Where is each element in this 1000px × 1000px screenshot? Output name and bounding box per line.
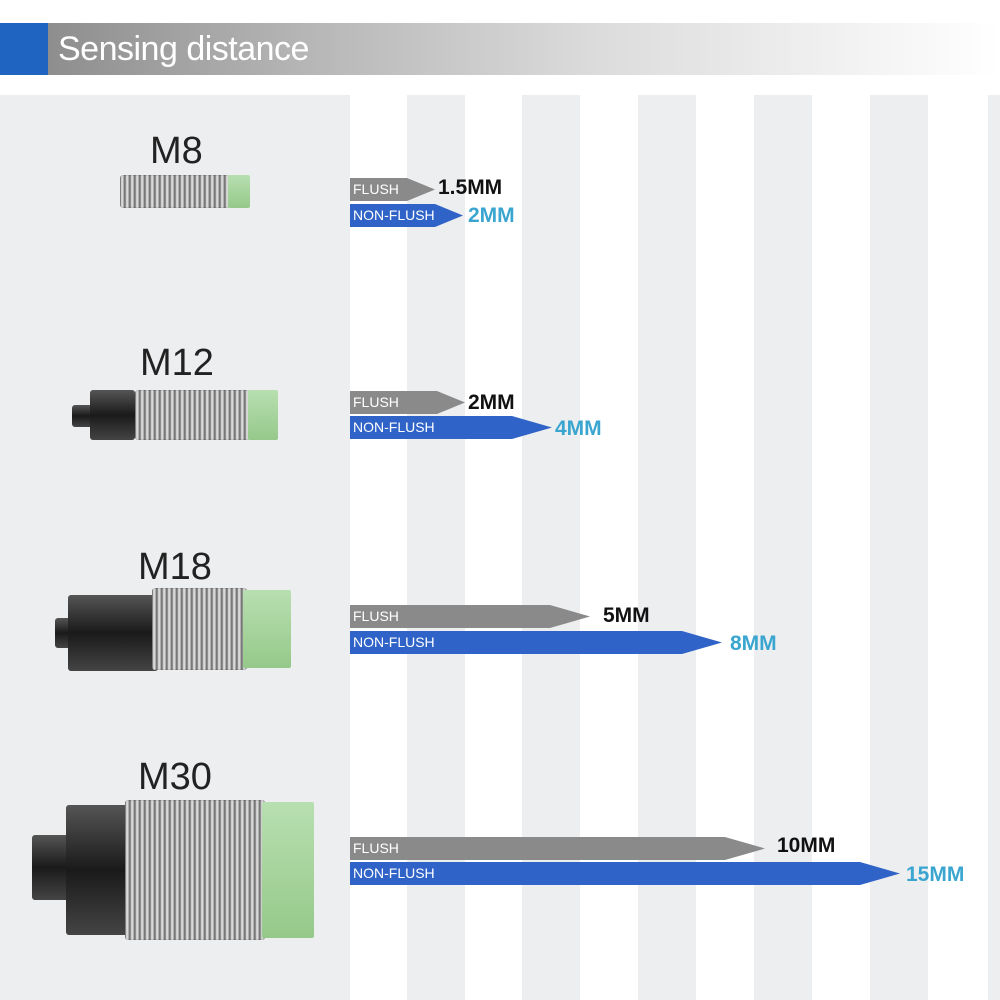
non-flush-value-m18: 8MM	[730, 632, 777, 655]
flush-bar-m12: FLUSH	[350, 391, 465, 414]
non-flush-bar-m30: NON-FLUSH	[350, 862, 900, 885]
grid-stripe	[754, 95, 812, 1000]
non-flush-value-m12: 4MM	[555, 417, 602, 440]
section-header: Sensing distance	[0, 23, 1000, 75]
model-label-m30: M30	[138, 756, 212, 798]
non-flush-bar-m12: NON-FLUSH	[350, 416, 552, 439]
flush-bar-m18: FLUSH	[350, 605, 590, 628]
non-flush-bar-m18: NON-FLUSH	[350, 631, 722, 654]
flush-value-m8: 1.5MM	[438, 176, 503, 199]
model-label-m18: M18	[138, 546, 212, 588]
flush-value-m30: 10MM	[777, 834, 836, 857]
model-label-m12: M12	[140, 342, 214, 384]
page-title: Sensing distance	[58, 30, 309, 68]
non-flush-value-m30: 15MM	[906, 863, 965, 886]
flush-bar-m30: FLUSH	[350, 837, 765, 860]
flush-value-m18: 5MM	[603, 604, 650, 627]
model-label-m8: M8	[150, 130, 203, 172]
grid-stripe	[870, 95, 928, 1000]
grid-stripe	[988, 95, 1000, 1000]
header-accent	[0, 23, 48, 75]
non-flush-bar-m8: NON-FLUSH	[350, 204, 463, 227]
flush-value-m12: 2MM	[468, 391, 515, 414]
flush-bar-m8: FLUSH	[350, 178, 435, 201]
non-flush-value-m8: 2MM	[468, 204, 515, 227]
